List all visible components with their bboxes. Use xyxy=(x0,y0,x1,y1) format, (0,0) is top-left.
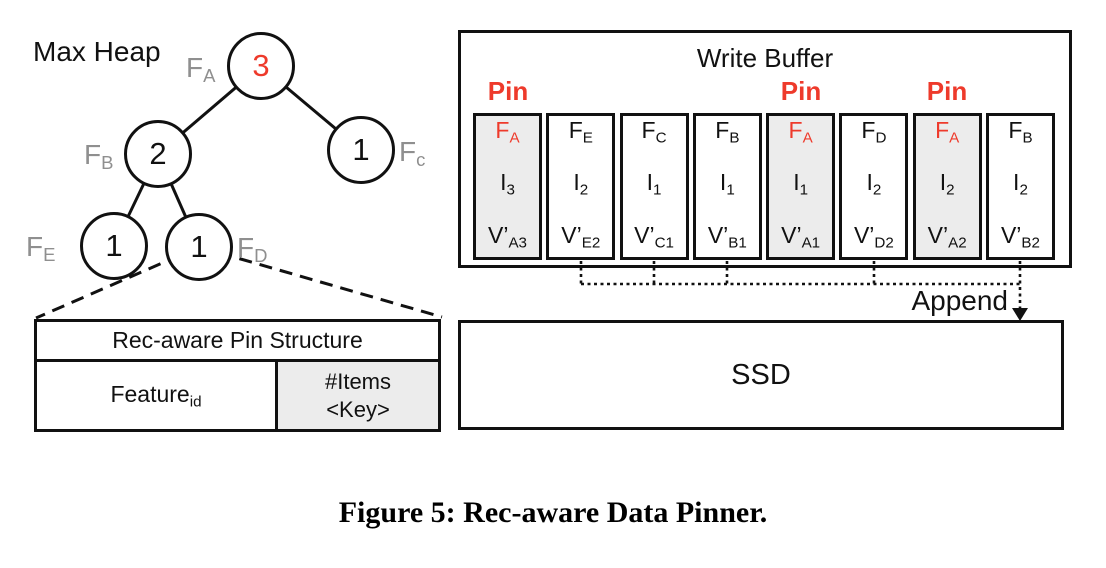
pin-structure-box: Rec-aware Pin Structure Featureid #Items… xyxy=(34,319,441,432)
heap-node-fe: 1 xyxy=(80,212,148,280)
write-buffer-title: Write Buffer xyxy=(696,43,834,73)
append-arrowhead-icon xyxy=(1012,308,1028,321)
pin-structure-title: Rec-aware Pin Structure xyxy=(37,322,438,362)
heap-node-label-fd: FD xyxy=(237,232,268,267)
write-buffer-box: Write Buffer xyxy=(458,30,1072,268)
write-buffer-cells: FA I3 V’A3 FE I2 V’E2 FC I1 V’C1 FB I1 V… xyxy=(473,113,1055,260)
write-buffer-cell-6: FD I2 V’D2 xyxy=(839,113,909,260)
max-heap-title: Max Heap xyxy=(33,36,161,67)
pin-structure-items-cell: #Items <Key> xyxy=(275,362,438,429)
callout-dashed-right xyxy=(198,245,443,319)
write-buffer-cell-4: FB I1 V’B1 xyxy=(692,113,762,260)
heap-node-fb: 2 xyxy=(124,120,192,188)
pin-label-2: Pin xyxy=(780,76,822,106)
pin-label-3: Pin xyxy=(926,76,968,106)
write-buffer-cell-3: FC I1 V’C1 xyxy=(619,113,689,260)
heap-node-label-fb: FB xyxy=(84,139,114,174)
heap-node-fc: 1 xyxy=(327,116,395,184)
pin-label-1: Pin xyxy=(487,76,529,106)
heap-node-fd: 1 xyxy=(165,213,233,281)
pin-structure-items-line2: <Key> xyxy=(326,396,390,422)
ssd-box: SSD xyxy=(458,320,1064,430)
heap-node-fa: 3 xyxy=(227,32,295,100)
ssd-label: SSD xyxy=(731,358,791,391)
heap-node-label-fc: Fc xyxy=(399,136,426,171)
pin-structure-items-line1: #Items xyxy=(324,368,392,394)
write-buffer-cell-2: FE I2 V’E2 xyxy=(546,113,616,260)
figure-caption: Figure 5: Rec-aware Data Pinner. xyxy=(338,496,768,529)
write-buffer-cell-8: FB I2 V’B2 xyxy=(985,113,1055,260)
heap-node-label-fe: FE xyxy=(26,231,56,266)
write-buffer-cell-1: FA I3 V’A3 xyxy=(473,113,542,260)
flush-dotted-lines xyxy=(579,261,1022,310)
append-label: Append xyxy=(911,285,1008,316)
write-buffer-cell-7: FA I2 V’A2 xyxy=(912,113,982,260)
heap-node-label-fa: FA xyxy=(186,52,216,87)
pin-structure-feature-cell: Featureid xyxy=(110,380,202,411)
write-buffer-cell-5: FA I1 V’A1 xyxy=(766,113,836,260)
